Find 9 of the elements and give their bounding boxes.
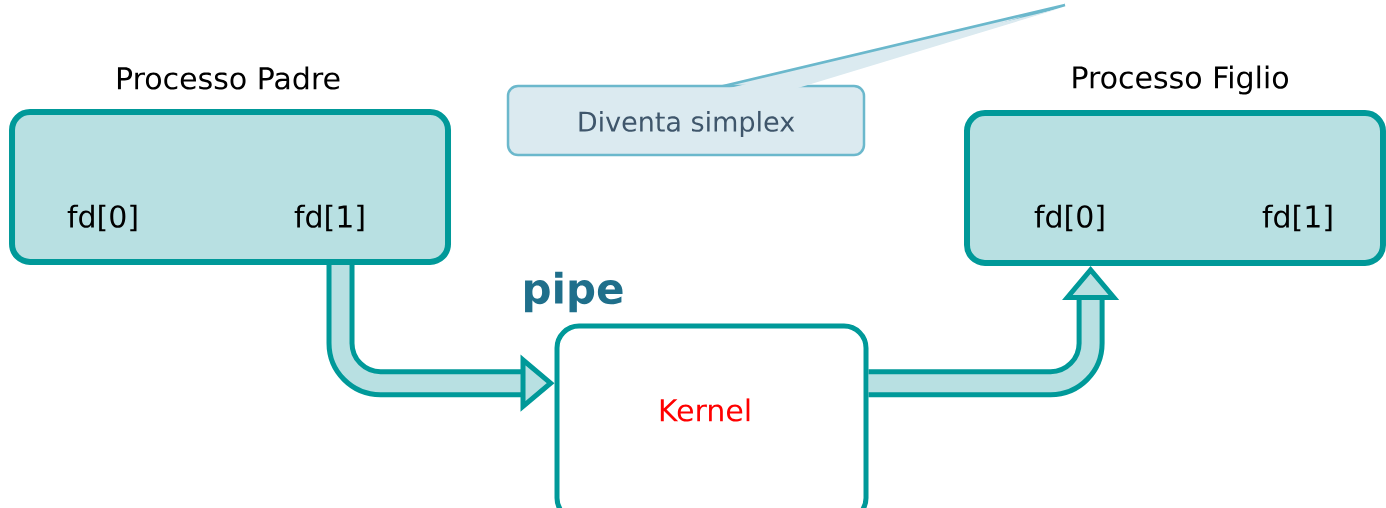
node-label: Diventa simplex <box>579 110 795 138</box>
heading: Processo Padre <box>117 66 340 90</box>
label: fd[0] <box>1034 204 1104 232</box>
kernel-label: Kernel <box>660 398 750 422</box>
heading: Processo Figlio <box>1073 65 1288 95</box>
pipe-label: pipe <box>525 271 623 313</box>
label: fd[0] <box>67 204 137 232</box>
label: fd[1] <box>1262 204 1332 232</box>
label: fd[1] <box>294 204 364 232</box>
